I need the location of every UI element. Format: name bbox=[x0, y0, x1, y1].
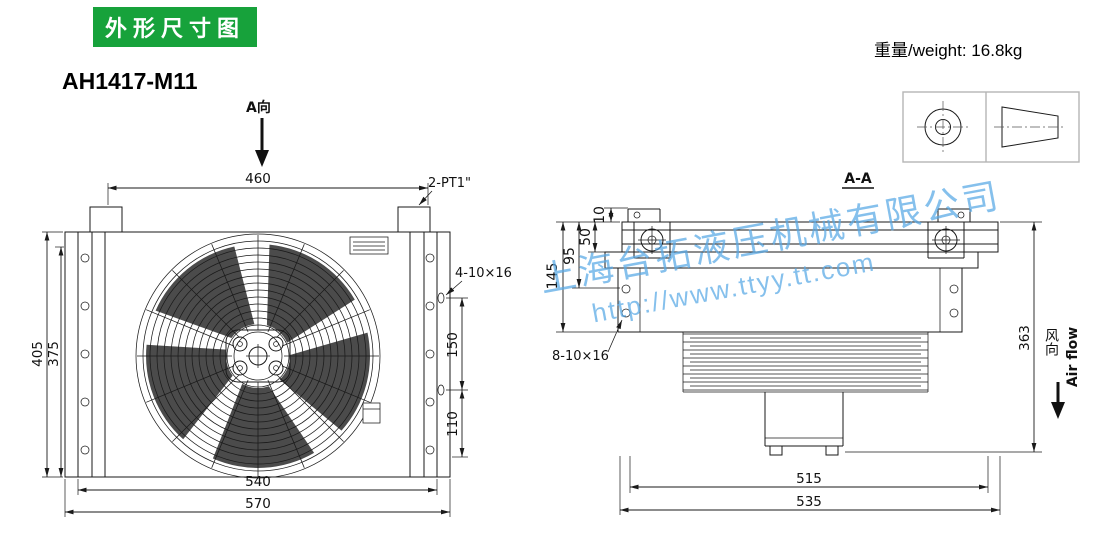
fan-guard bbox=[135, 233, 381, 479]
dim-570-label: 570 bbox=[245, 496, 271, 512]
airflow-label-cn: 风向 bbox=[1043, 328, 1059, 356]
section-view: A-A bbox=[545, 171, 1081, 515]
view-direction-marker: A向 bbox=[246, 99, 271, 167]
cooler-frame bbox=[64, 206, 451, 478]
dim-145-label: 145 bbox=[545, 263, 561, 290]
dim-535-label: 535 bbox=[796, 494, 822, 510]
weight-label: 重量/weight: 16.8kg bbox=[874, 41, 1023, 60]
front-dimensions: 460 2-PT1" 405 375 540 570 4-10×16 bbox=[30, 171, 512, 517]
airflow-marker: 风向 Air flow bbox=[1043, 327, 1081, 419]
dim-515-label: 515 bbox=[796, 471, 822, 487]
capacitor-box bbox=[362, 402, 381, 424]
title-badge: 外形尺寸图 bbox=[93, 7, 258, 47]
bottom-box bbox=[764, 392, 844, 456]
dim-375-label: 375 bbox=[46, 341, 62, 367]
dim-95-label: 95 bbox=[562, 247, 578, 265]
frame-mount-holes bbox=[80, 253, 445, 455]
model-label: AH1417-M11 bbox=[62, 68, 198, 94]
section-title: A-A bbox=[844, 171, 872, 187]
fan-shroud-beam bbox=[621, 208, 999, 259]
view-direction-arrow-head bbox=[255, 150, 269, 167]
section-mount-holes-label: 8-10×16 bbox=[552, 349, 609, 364]
airflow-label-en: Air flow bbox=[1065, 327, 1081, 387]
fan-blades bbox=[146, 244, 370, 468]
nameplate bbox=[349, 236, 389, 255]
dim-110-label: 110 bbox=[445, 411, 461, 437]
dim-50-label: 50 bbox=[578, 228, 594, 246]
dim-363-label: 363 bbox=[1017, 325, 1033, 351]
dim-10-label: 10 bbox=[592, 206, 608, 224]
front-mount-holes-label: 4-10×16 bbox=[455, 266, 512, 281]
fin-stack bbox=[682, 332, 929, 393]
dim-540-label: 540 bbox=[245, 474, 271, 490]
fan-hub bbox=[225, 329, 291, 383]
view-direction-label: A向 bbox=[246, 99, 271, 116]
section-left-dimensions: 10 50 95 145 8-10×16 bbox=[545, 206, 628, 364]
port-label: 2-PT1" bbox=[428, 176, 471, 191]
dim-150-label: 150 bbox=[445, 332, 461, 358]
core-body bbox=[604, 251, 979, 333]
projection-symbol bbox=[902, 91, 1080, 163]
airflow-arrow-head bbox=[1051, 402, 1065, 419]
dim-460-label: 460 bbox=[245, 171, 271, 187]
front-view: A向 460 2-PT1" 405 375 540 bbox=[30, 99, 512, 517]
dim-405-label: 405 bbox=[30, 341, 46, 367]
section-right-dimensions: 363 515 535 bbox=[619, 221, 1042, 515]
